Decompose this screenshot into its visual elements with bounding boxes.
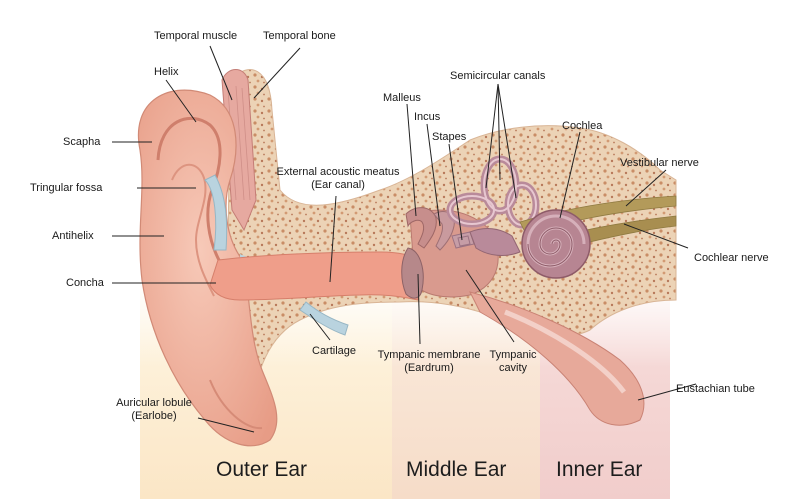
label-tympanic-cavity: Tympanic cavity <box>482 349 544 375</box>
label-temporal-muscle: Temporal muscle <box>154 30 238 42</box>
label-cochlea: Cochlea <box>562 120 603 132</box>
label-vestibular-nerve: Vestibular nerve <box>620 157 699 169</box>
malleus-shape <box>405 207 437 249</box>
label-incus: Incus <box>414 111 441 123</box>
label-helix: Helix <box>154 66 179 78</box>
label-malleus: Malleus <box>383 92 421 104</box>
label-external-meatus-line1: External acoustic meatus <box>276 166 400 178</box>
label-tympanic-cavity-line2: cavity <box>498 362 528 374</box>
section-inner-ear: Inner Ear <box>556 458 643 481</box>
label-auricular-lobule-line1: Auricular lobule <box>116 397 192 409</box>
label-semicircular-canals: Semicircular canals <box>450 70 546 82</box>
label-tympanic-membrane-line2: (Eardrum) <box>404 362 454 374</box>
section-middle-ear: Middle Ear <box>406 458 507 481</box>
label-cartilage: Cartilage <box>312 345 357 357</box>
tympanic-membrane-shape <box>401 247 424 299</box>
label-eustachian-tube: Eustachian tube <box>676 383 755 395</box>
label-tympanic-cavity-line1: Tympanic <box>489 349 537 361</box>
label-auricular-lobule: Auricular lobule (Earlobe) <box>108 397 200 423</box>
ear-canal <box>209 251 419 301</box>
earlobe <box>209 379 263 430</box>
label-antihelix: Antihelix <box>52 230 94 242</box>
label-scapha: Scapha <box>63 136 101 148</box>
cochlea-shape <box>521 209 591 279</box>
cartilage-shape <box>204 174 228 251</box>
label-external-meatus-line2: (Ear canal) <box>311 179 365 191</box>
label-tympanic-membrane: Tympanic membrane (Eardrum) <box>372 349 486 375</box>
temporal-muscle <box>221 69 257 232</box>
label-cochlear-nerve: Cochlear nerve <box>694 252 769 264</box>
section-outer-ear: Outer Ear <box>216 458 308 481</box>
label-triangular-fossa: Tringular fossa <box>30 182 103 194</box>
label-concha: Concha <box>66 277 104 289</box>
label-stapes: Stapes <box>432 131 467 143</box>
eustachian-tube-shape <box>469 291 645 426</box>
label-auricular-lobule-line2: (Earlobe) <box>131 410 177 422</box>
label-temporal-bone: Temporal bone <box>263 30 336 42</box>
antihelix-fold <box>171 163 215 297</box>
label-tympanic-membrane-line1: Tympanic membrane <box>377 349 481 361</box>
label-external-meatus: External acoustic meatus (Ear canal) <box>270 166 406 192</box>
leader-lines <box>112 45 697 433</box>
helix-fold <box>156 116 222 263</box>
